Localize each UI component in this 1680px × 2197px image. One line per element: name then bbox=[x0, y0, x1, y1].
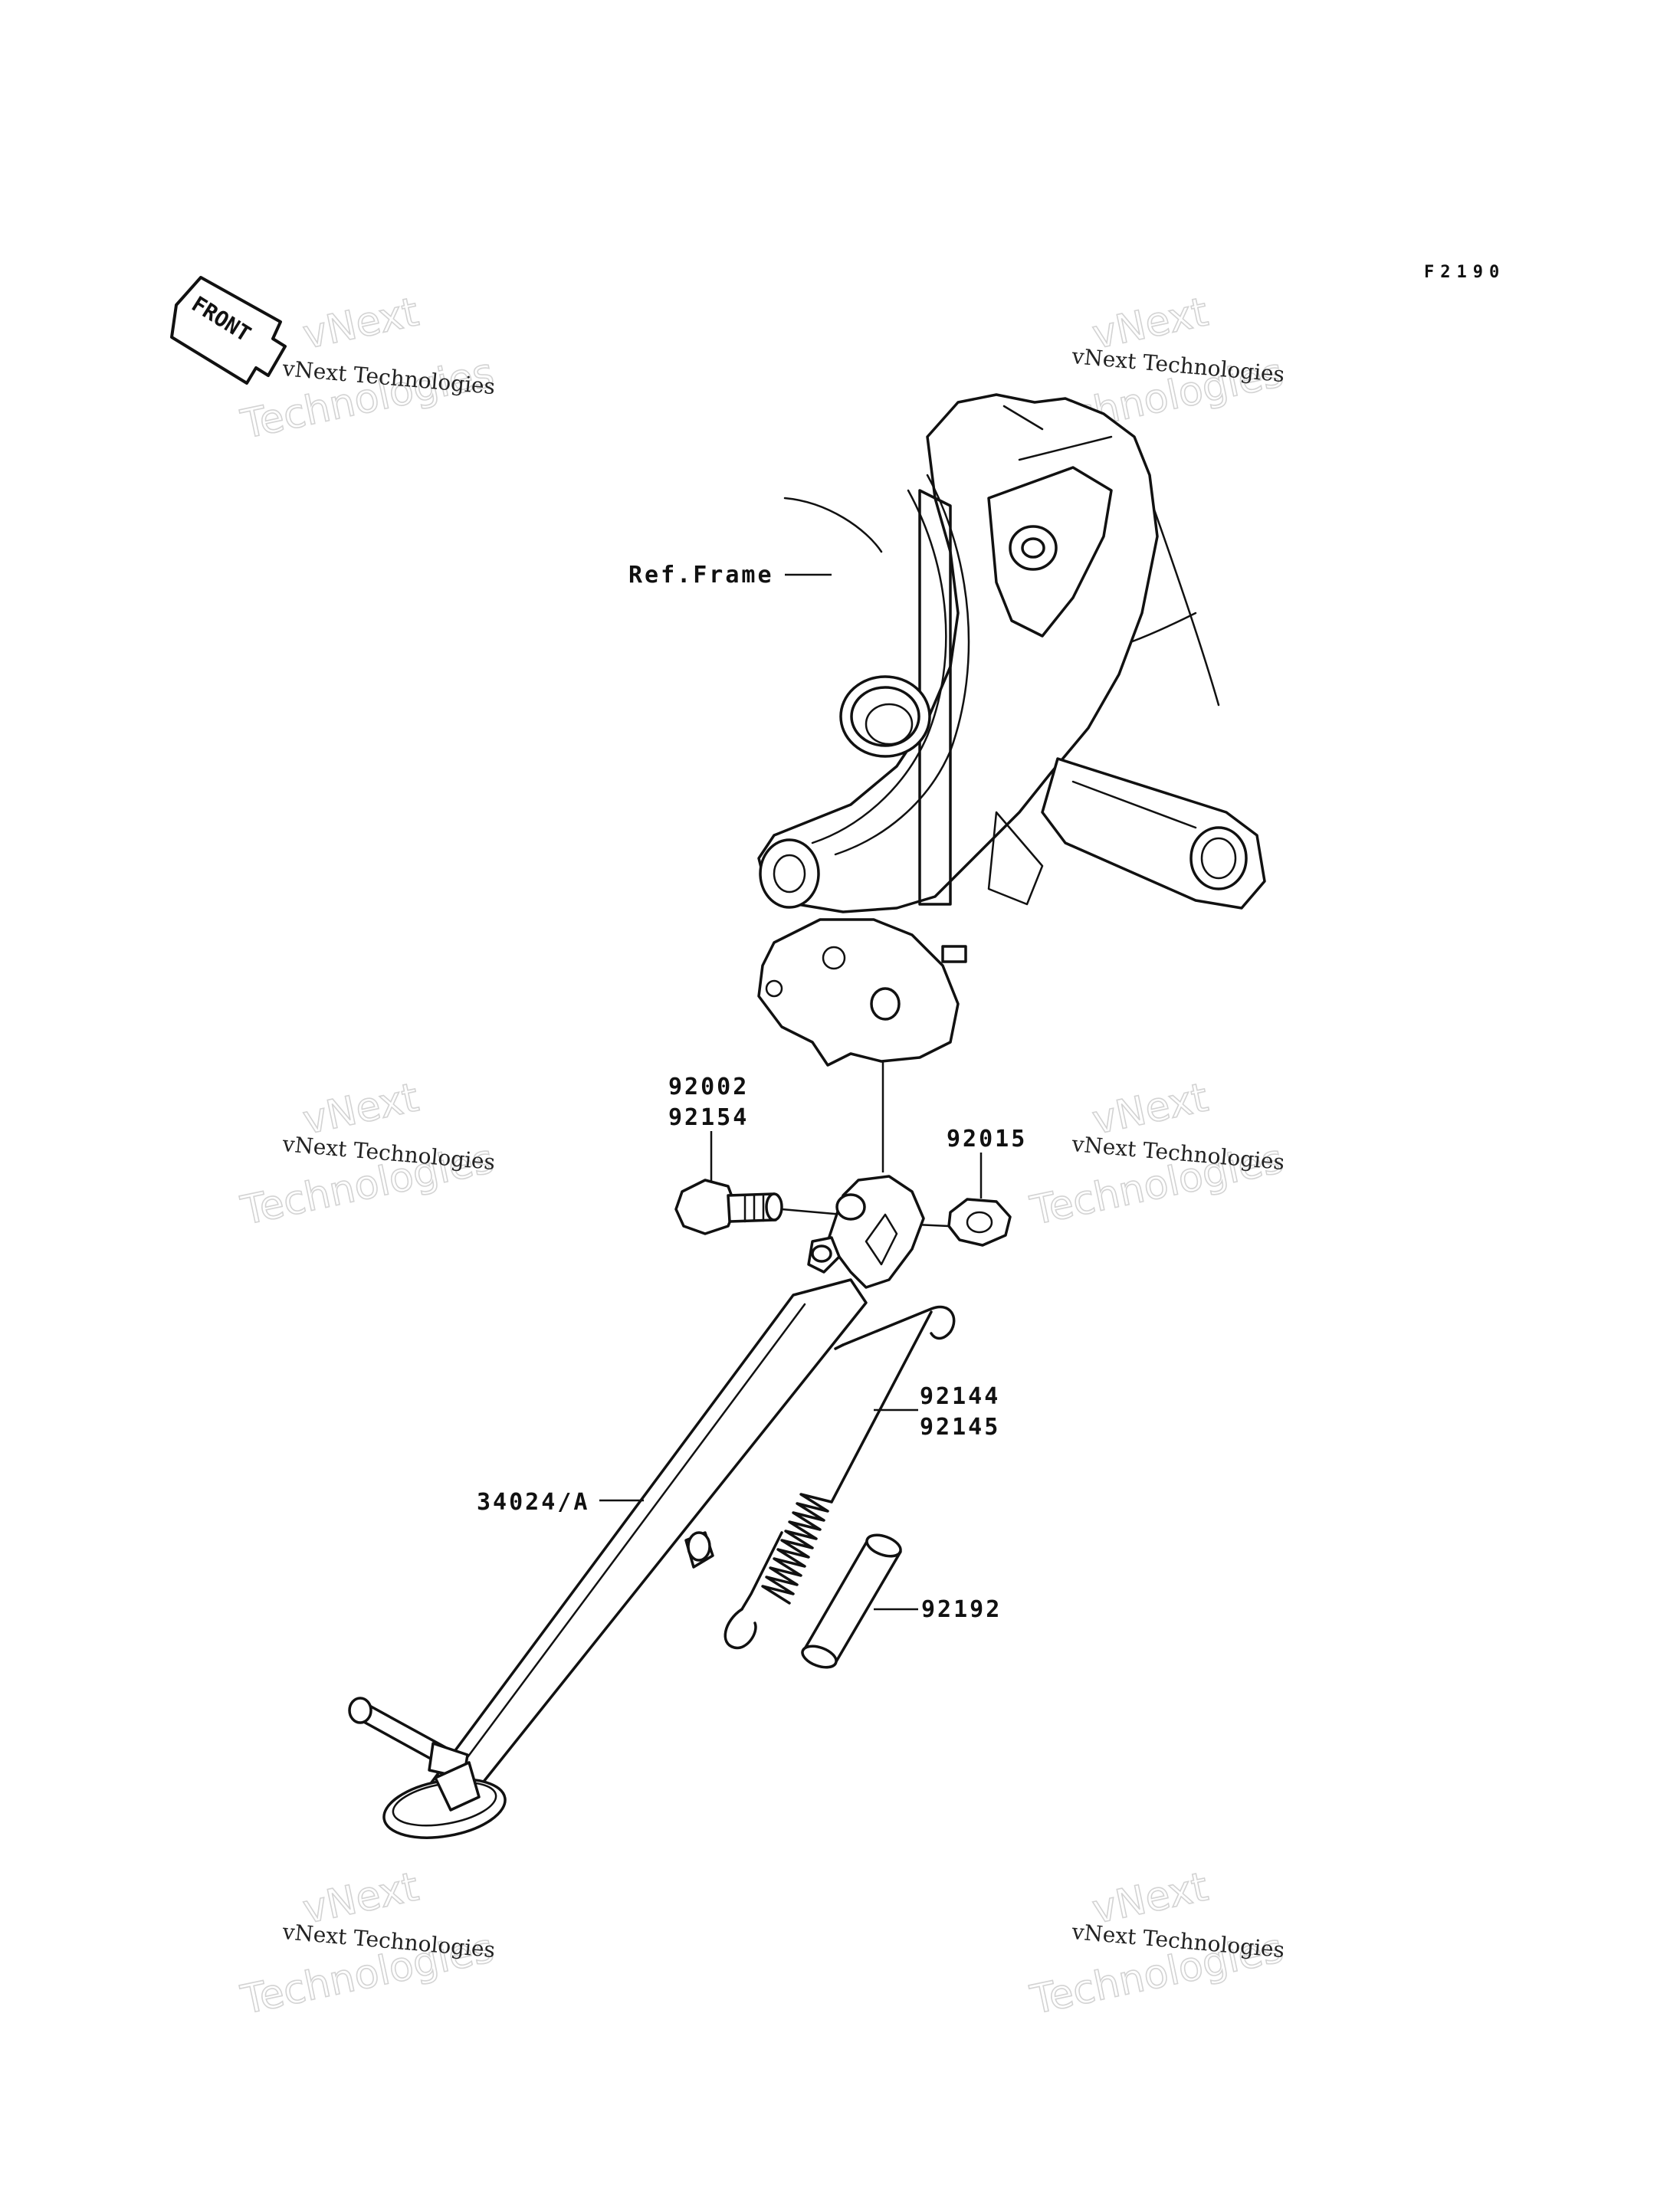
watermark-mid-right: vNext Technologies vNext Technologies bbox=[1025, 1074, 1288, 1235]
watermark-top-left: vNext Technologies vNext Technologies bbox=[236, 289, 498, 449]
watermark-bottom-right: vNext Technologies vNext Technologies bbox=[1025, 1864, 1288, 2025]
diagram-code: F2190 bbox=[1424, 263, 1505, 282]
sleeve-part bbox=[801, 1533, 902, 1669]
watermark-bottom-left: vNext Technologies vNext Technologies bbox=[236, 1864, 498, 2025]
watermark-big-1: vNext bbox=[299, 289, 422, 358]
nut-part bbox=[947, 1198, 1012, 1247]
side-stand-part bbox=[348, 1175, 925, 1839]
label-92154: 92154 bbox=[668, 1104, 749, 1131]
label-92002: 92002 bbox=[668, 1074, 749, 1100]
watermark-mid-left: vNext Technologies vNext Technologies bbox=[236, 1074, 498, 1235]
front-arrow-icon: FRONT bbox=[170, 276, 287, 385]
label-92144: 92144 bbox=[920, 1383, 1000, 1410]
leader-bolt-to-bracket bbox=[781, 1208, 844, 1216]
label-34024-a: 34024/A bbox=[477, 1489, 589, 1516]
frame-drawing bbox=[757, 393, 1266, 1067]
spring-part bbox=[724, 1305, 956, 1650]
label-92192: 92192 bbox=[921, 1596, 1002, 1623]
label-ref-frame: Ref.Frame bbox=[628, 562, 774, 589]
bolt-part bbox=[674, 1179, 783, 1235]
label-92015: 92015 bbox=[947, 1126, 1027, 1153]
label-92145: 92145 bbox=[920, 1414, 1000, 1441]
